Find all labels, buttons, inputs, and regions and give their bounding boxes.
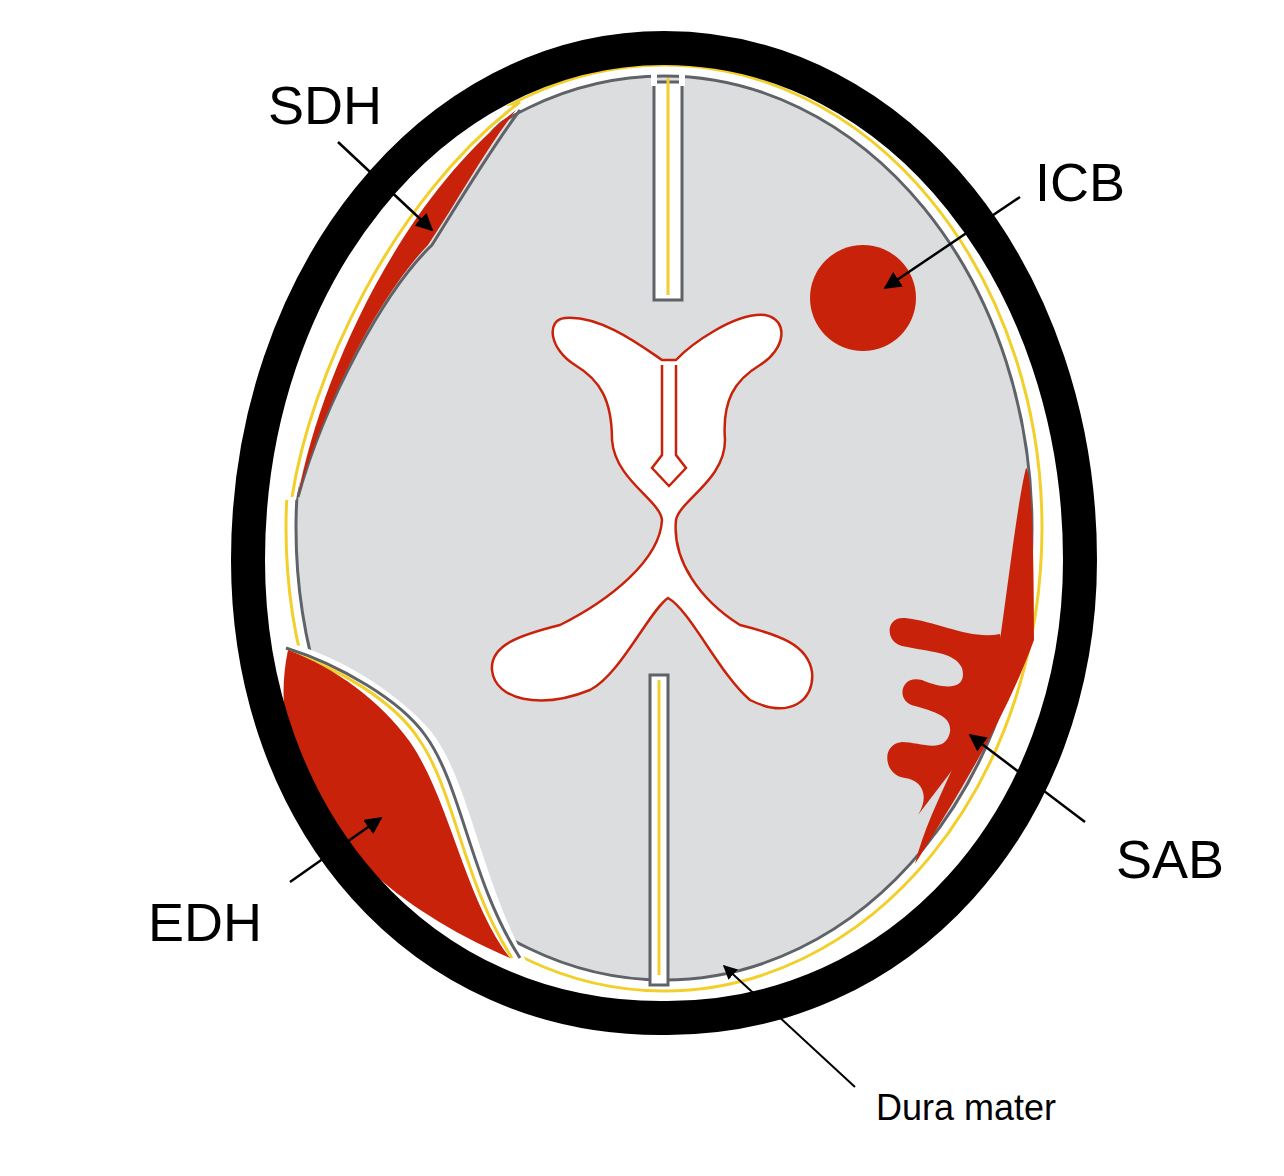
- hemorrhage-label: SDH: [268, 78, 382, 132]
- hemorrhage-label: EDH: [148, 895, 262, 949]
- leader-line: [338, 142, 432, 230]
- skull: [248, 48, 1080, 1018]
- ventricles: [492, 315, 812, 708]
- hemorrhage-label: ICB: [1035, 155, 1125, 209]
- hemorrhage-label: SAB: [1116, 832, 1224, 886]
- septum: [652, 365, 686, 486]
- leader-line: [970, 735, 1085, 822]
- structure-label: Dura mater: [876, 1090, 1056, 1126]
- falx: [658, 680, 661, 975]
- falx-fissure: [650, 675, 668, 985]
- falx: [667, 78, 670, 295]
- subarachnoid-bleed: [887, 618, 1002, 815]
- leader-line: [885, 197, 1020, 288]
- leader-line: [724, 966, 855, 1087]
- intracerebral-bleed: [810, 245, 916, 351]
- leader-line: [290, 818, 381, 882]
